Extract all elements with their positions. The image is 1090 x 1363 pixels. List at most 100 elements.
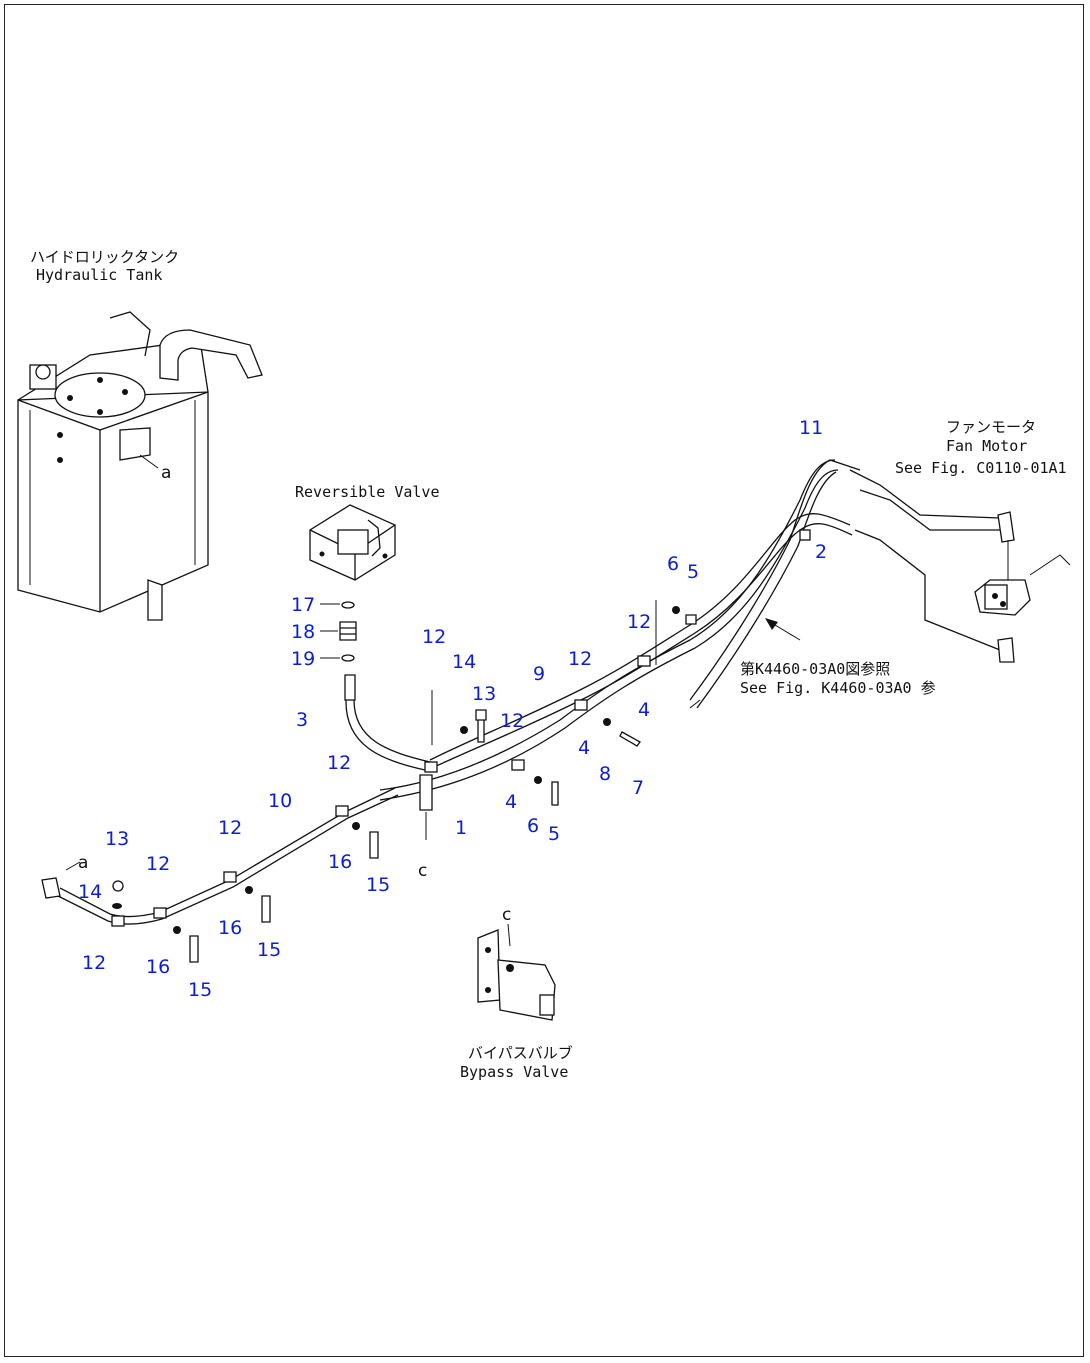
callout-17: 17 [291,594,315,616]
reversible-valve-label: Reversible Valve [295,483,440,501]
hose-3-b [353,699,431,763]
fitting-leaders [320,603,340,659]
hose-2 [429,513,851,761]
callout-13: 13 [105,828,129,850]
clamp-12 [637,655,651,667]
fan-motor-line-3 [854,529,1001,651]
hose-ref-label-en: See Fig. K4460-03A0 参 [740,679,936,697]
cover-bolt [97,377,103,383]
callout-12: 12 [146,853,170,875]
cover-bolt [122,389,128,395]
bolt-15 [369,831,379,859]
bolt-5 [685,614,697,625]
fan-motor-line-2 [859,489,1000,531]
callout-12: 12 [500,710,524,732]
callout-5: 5 [687,561,699,583]
callout-16: 16 [146,956,170,978]
hydraulic-tank: ハイドロリックタンク Hydraulic Tank [17,248,263,621]
bolt-7 [619,731,641,747]
fan-motor-port [1000,601,1006,607]
valve-connector [367,519,381,557]
tube-10-b [55,794,399,925]
elbow-18-threads [340,627,356,635]
connector-a-tank: a [161,463,171,483]
connector-a-line: a [78,853,88,873]
connector-c-line: c [418,861,427,881]
callout-12: 12 [422,626,446,648]
bolt-15 [189,935,199,963]
washer-16 [352,822,360,830]
fan-motor-label-en: Fan Motor [946,437,1027,455]
o-ring-17 [341,601,355,609]
washer-16 [245,886,253,894]
hydraulic-tank-label-jp: ハイドロリックタンク [30,248,179,266]
hose-1 [379,459,836,791]
callout-15: 15 [257,939,281,961]
fan-motor-fitting-top [997,511,1015,543]
callout-3: 3 [296,709,308,731]
bolt-15 [261,895,271,923]
callout-16: 16 [328,851,352,873]
o-ring-19 [341,654,355,662]
hydraulic-tank-label-en: Hydraulic Tank [36,266,162,284]
hose-11-b [696,471,837,709]
callout-4: 4 [638,699,650,721]
clamp-12 [335,805,349,817]
bypass-leader [507,923,511,947]
hose-lines: c a [41,459,1001,925]
callout-12: 12 [82,952,106,974]
callout-5: 5 [548,823,560,845]
hose-to-c-fitting [419,774,433,811]
valve-solenoid [337,529,369,555]
tube-10 [59,787,396,918]
hose-end [689,699,701,709]
tank-foot [147,579,163,621]
callout-7: 7 [632,777,644,799]
cover-bolt [67,395,73,401]
callout-15: 15 [366,874,390,896]
callout-15: 15 [188,979,212,1001]
callout-14: 14 [78,881,102,903]
bypass-valve: c バイパスバルブ Bypass Valve [460,905,573,1081]
valve-bolt [319,551,325,557]
cover-bolt [97,409,103,415]
hose-11 [689,459,861,701]
hardware-leaders [431,600,657,745]
clamp-12 [424,761,438,773]
clamp-12 [223,871,237,883]
clamps [111,529,811,927]
hose-ref-label-jp: 第K4460-03A0図参照 [740,660,890,678]
valve-fittings [320,601,357,662]
hose-3-fitting [344,674,356,701]
drawing-frame [4,4,1084,1357]
fan-motor-port [992,593,998,599]
clamp-12 [153,907,167,919]
fan-motor-ref: See Fig. C0110-01A1 [895,459,1067,477]
bypass-valve-bolt [485,947,491,953]
hardware [112,600,697,963]
callout-10: 10 [268,790,292,812]
tank-bracket [109,311,151,357]
clamp-12 [111,915,125,927]
elbow-18 [339,621,357,641]
clamp-12 [574,699,588,711]
washer-6 [534,776,542,784]
callout-16: 16 [218,917,242,939]
callout-12: 12 [327,752,351,774]
callout-4: 4 [505,791,517,813]
leader-a-tank [139,454,159,469]
callout-2: 2 [815,541,827,563]
clamp-12 [799,529,811,541]
callout-12: 12 [568,648,592,670]
callout-18: 18 [291,621,315,643]
bypass-valve-port [506,964,514,972]
callout-8: 8 [599,763,611,785]
clamp-12 [511,759,525,771]
reversible-valve: Reversible Valve [295,483,440,581]
callout-1: 1 [455,817,467,839]
tank-return-pipe [159,329,263,381]
callout-6: 6 [667,553,679,575]
connector-c-bypass: c [502,905,511,925]
